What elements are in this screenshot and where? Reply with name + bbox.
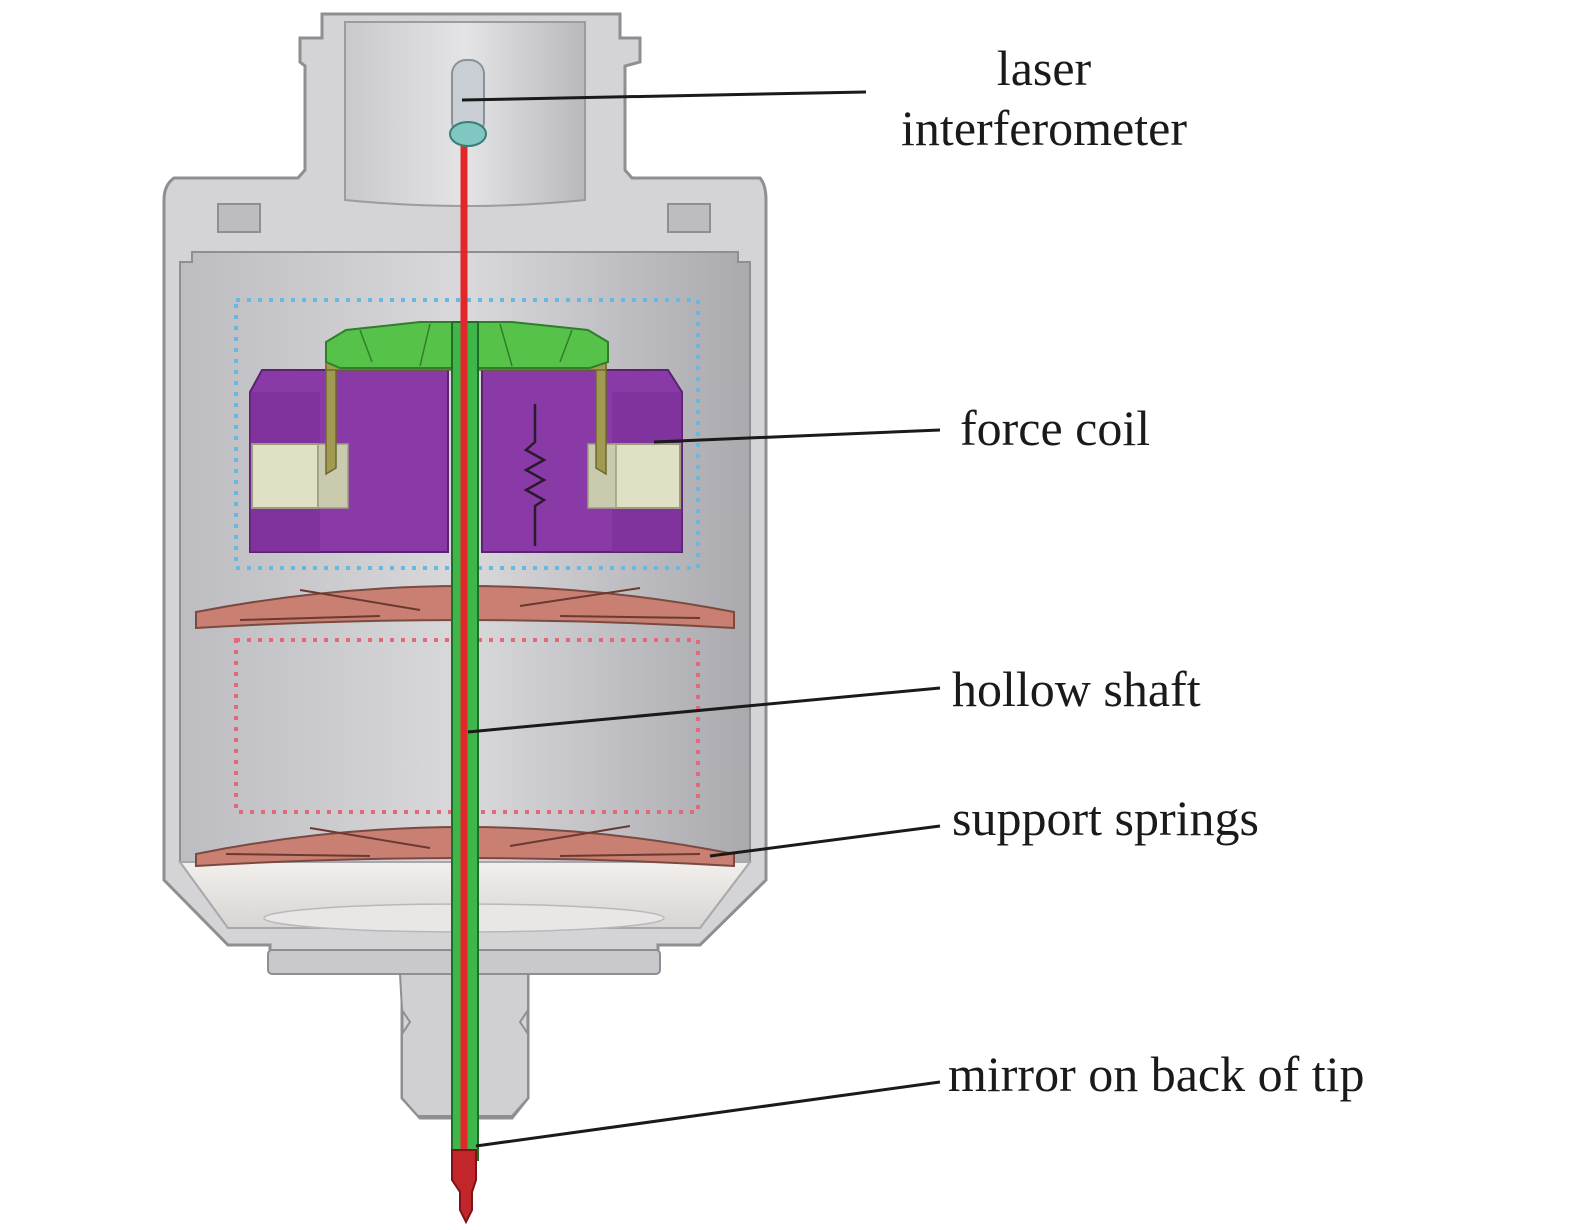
lower-spring-cuts [225,825,701,857]
leader-springs [709,824,941,858]
leader-mirror [475,1080,941,1148]
top-notch-right [667,203,711,233]
laser-label-line2: interferometer [901,100,1187,156]
laser-label-line1: laser [996,40,1092,96]
laser-interferometer-label: laser interferometer [884,38,1204,158]
insert-left [251,443,319,509]
mirror-label: mirror on back of tip [948,1046,1365,1102]
force-coil-label: force coil [960,400,1151,456]
interferometer-lens [449,121,487,147]
support-springs-label: support springs [952,790,1259,846]
force-coil-assembly [249,321,683,553]
spring-symbol [523,404,547,546]
hollow-shaft-label: hollow shaft [952,661,1201,717]
leader-shaft [467,686,941,734]
coil-former-right [595,365,607,476]
coil-top-cap-detail [359,323,573,367]
leader-lines [461,90,941,1148]
top-notch-left [217,203,261,233]
shaft-and-beam [449,59,487,1225]
upper-spring-cuts [239,587,701,621]
insert-right [613,443,681,509]
leader-coil [653,428,941,444]
probe-tip [451,1149,477,1225]
coil-former-left [325,365,337,476]
leader-laser [461,90,867,102]
